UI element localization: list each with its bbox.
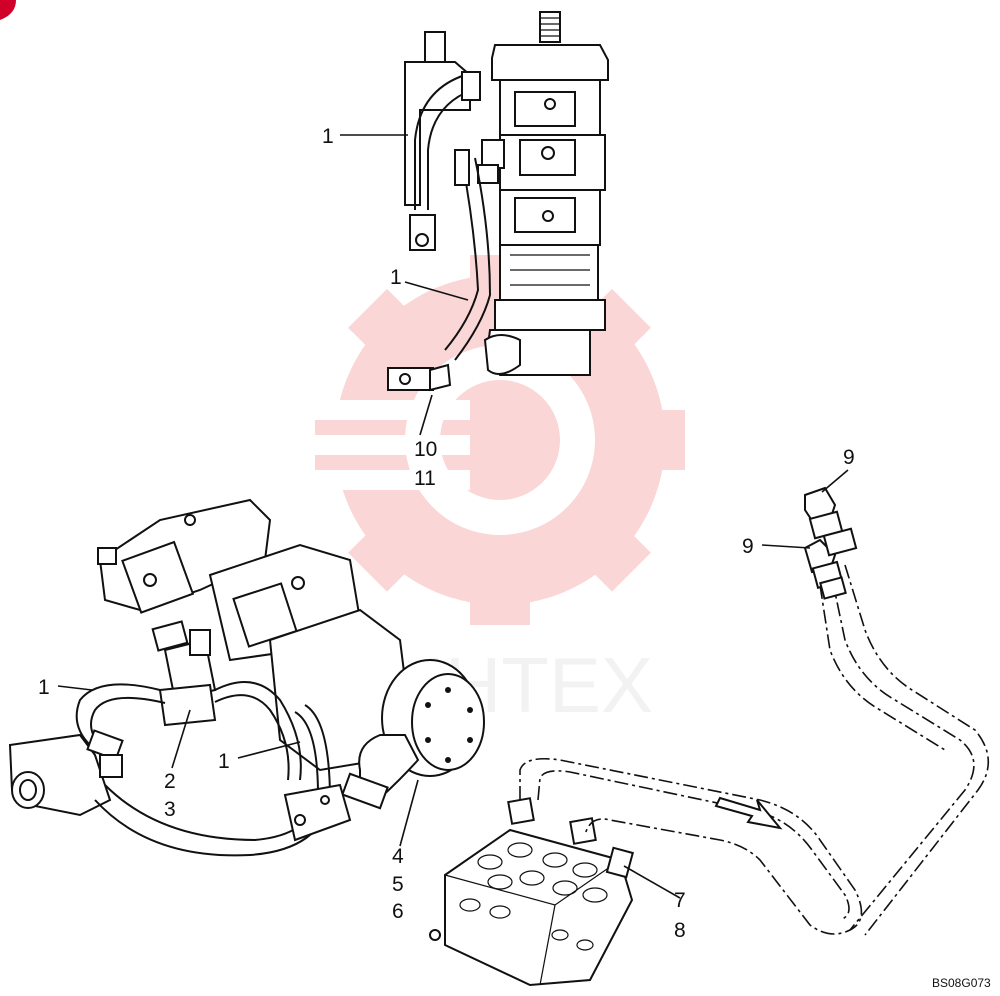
callout-4: 4 [392, 845, 404, 868]
leader-lines [57, 134, 849, 899]
callout-10: 10 [414, 438, 437, 461]
callout-11: 11 [414, 467, 436, 490]
callout-1-left: 1 [38, 676, 50, 699]
callout-2: 2 [164, 770, 176, 793]
drawing-code: BS08G073 [932, 976, 991, 990]
callout-7: 7 [674, 889, 686, 912]
callout-1-mid: 1 [390, 266, 402, 289]
callout-9-mid: 9 [742, 535, 754, 558]
callout-1-top: 1 [322, 125, 334, 148]
hydrostatic-pump-assembly [8, 498, 485, 857]
callout-9-top: 9 [843, 446, 855, 469]
tandem-pump-top [387, 11, 609, 392]
callout-8: 8 [674, 919, 686, 942]
callout-6: 6 [392, 900, 404, 923]
callout-1-center: 1 [218, 750, 230, 773]
corner-mark [0, 0, 16, 20]
gear-icon [300, 255, 685, 625]
phantom-hoses [519, 486, 990, 936]
callout-5: 5 [392, 873, 404, 896]
control-valve [429, 797, 634, 987]
callout-3: 3 [164, 798, 176, 821]
